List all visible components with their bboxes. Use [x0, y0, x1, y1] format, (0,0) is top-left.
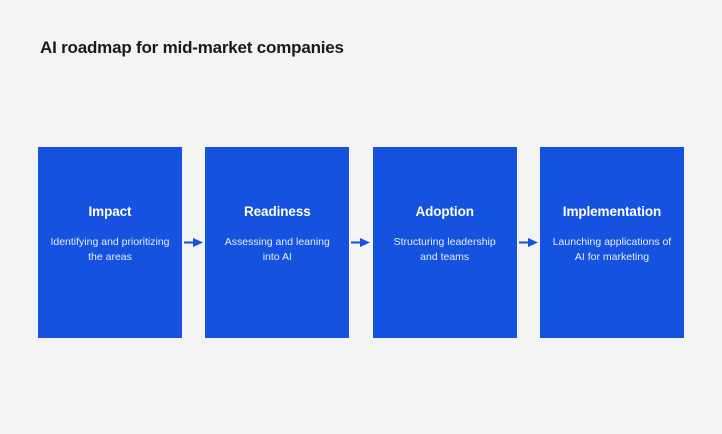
step-description: Identifying and prioritizing the areas	[50, 236, 170, 264]
roadmap-step-adoption[interactable]: Adoption Structuring leadership and team…	[372, 147, 517, 338]
step-description: Structuring leadership and teams	[393, 236, 496, 264]
step-title: Impact	[88, 204, 132, 219]
arrow-right-icon	[184, 238, 204, 247]
step-connector-1	[182, 147, 205, 338]
arrow-right-icon	[518, 238, 538, 247]
step-connector-3	[517, 147, 540, 338]
step-title: Readiness	[244, 204, 311, 219]
step-description: Launching applications of AI for marketi…	[552, 236, 672, 264]
arrow-right-icon	[351, 238, 371, 247]
step-connector-2	[349, 147, 372, 338]
page-title: AI roadmap for mid-market companies	[40, 38, 344, 57]
step-title: Implementation	[562, 204, 662, 219]
roadmap-step-impact[interactable]: Impact Identifying and prioritizing the …	[38, 147, 182, 338]
step-description: Assessing and leaning into AI	[224, 236, 330, 264]
roadmap-diagram: Impact Identifying and prioritizing the …	[38, 147, 684, 338]
step-title: Adoption	[415, 204, 474, 219]
roadmap-step-readiness[interactable]: Readiness Assessing and leaning into AI	[205, 147, 350, 338]
roadmap-step-implementation[interactable]: Implementation Launching applications of…	[539, 147, 684, 338]
